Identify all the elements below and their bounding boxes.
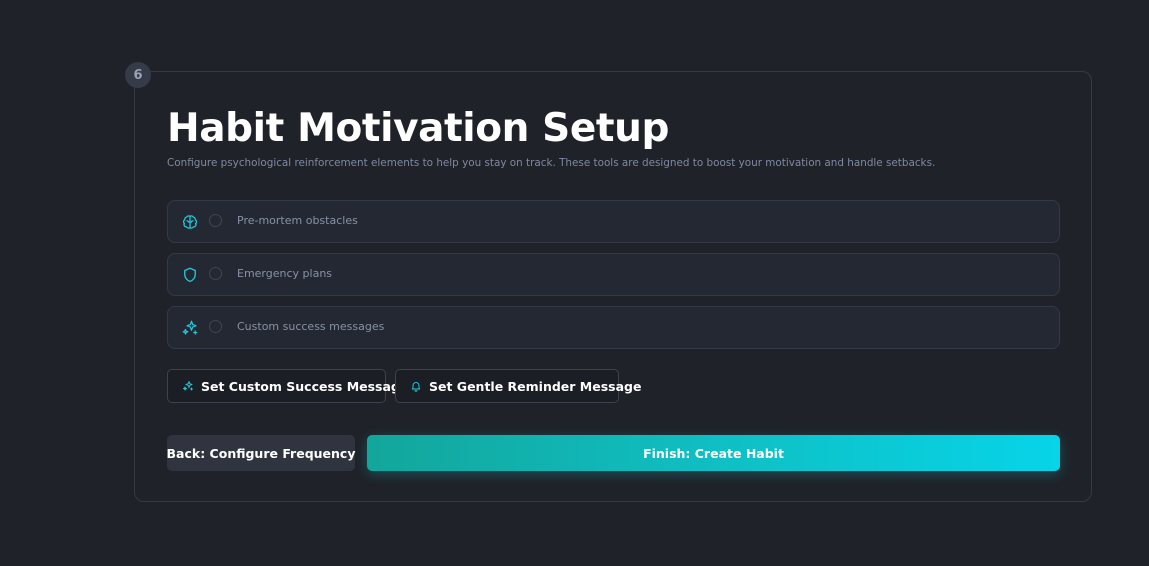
set-gentle-reminder-message-button[interactable]: Set Gentle Reminder Message [395, 369, 641, 403]
brain-icon [182, 215, 198, 229]
option-label: Custom success messages [237, 320, 385, 333]
shield-icon [184, 267, 196, 283]
option-radio[interactable] [209, 214, 222, 227]
sparkles-icon [182, 320, 198, 335]
set-custom-success-message-button[interactable]: Set Custom Success Message [167, 369, 408, 403]
finish-create-habit-button[interactable]: Finish: Create Habit [367, 435, 1060, 471]
option-pre-mortem-obstacles[interactable]: Pre-mortem obstacles [167, 200, 1060, 243]
back-configure-frequency-button[interactable]: Back: Configure Frequency [167, 435, 355, 471]
option-label: Emergency plans [237, 267, 333, 280]
page-subtitle: Configure psychological reinforcement el… [167, 157, 936, 169]
page-title: Habit Motivation Setup [167, 106, 670, 151]
option-radio[interactable] [209, 320, 222, 333]
button-label: Set Custom Success Message [201, 378, 409, 394]
motivation-setup-panel [134, 71, 1092, 502]
option-radio[interactable] [209, 267, 222, 280]
option-emergency-plans[interactable]: Emergency plans [167, 253, 1060, 296]
button-label: Set Gentle Reminder Message [429, 378, 642, 394]
option-label: Pre-mortem obstacles [237, 214, 358, 227]
bell-icon [411, 382, 421, 392]
option-custom-success-messages[interactable]: Custom success messages [167, 306, 1060, 349]
step-number-badge: 6 [125, 62, 151, 88]
sparkles-icon [183, 381, 193, 391]
